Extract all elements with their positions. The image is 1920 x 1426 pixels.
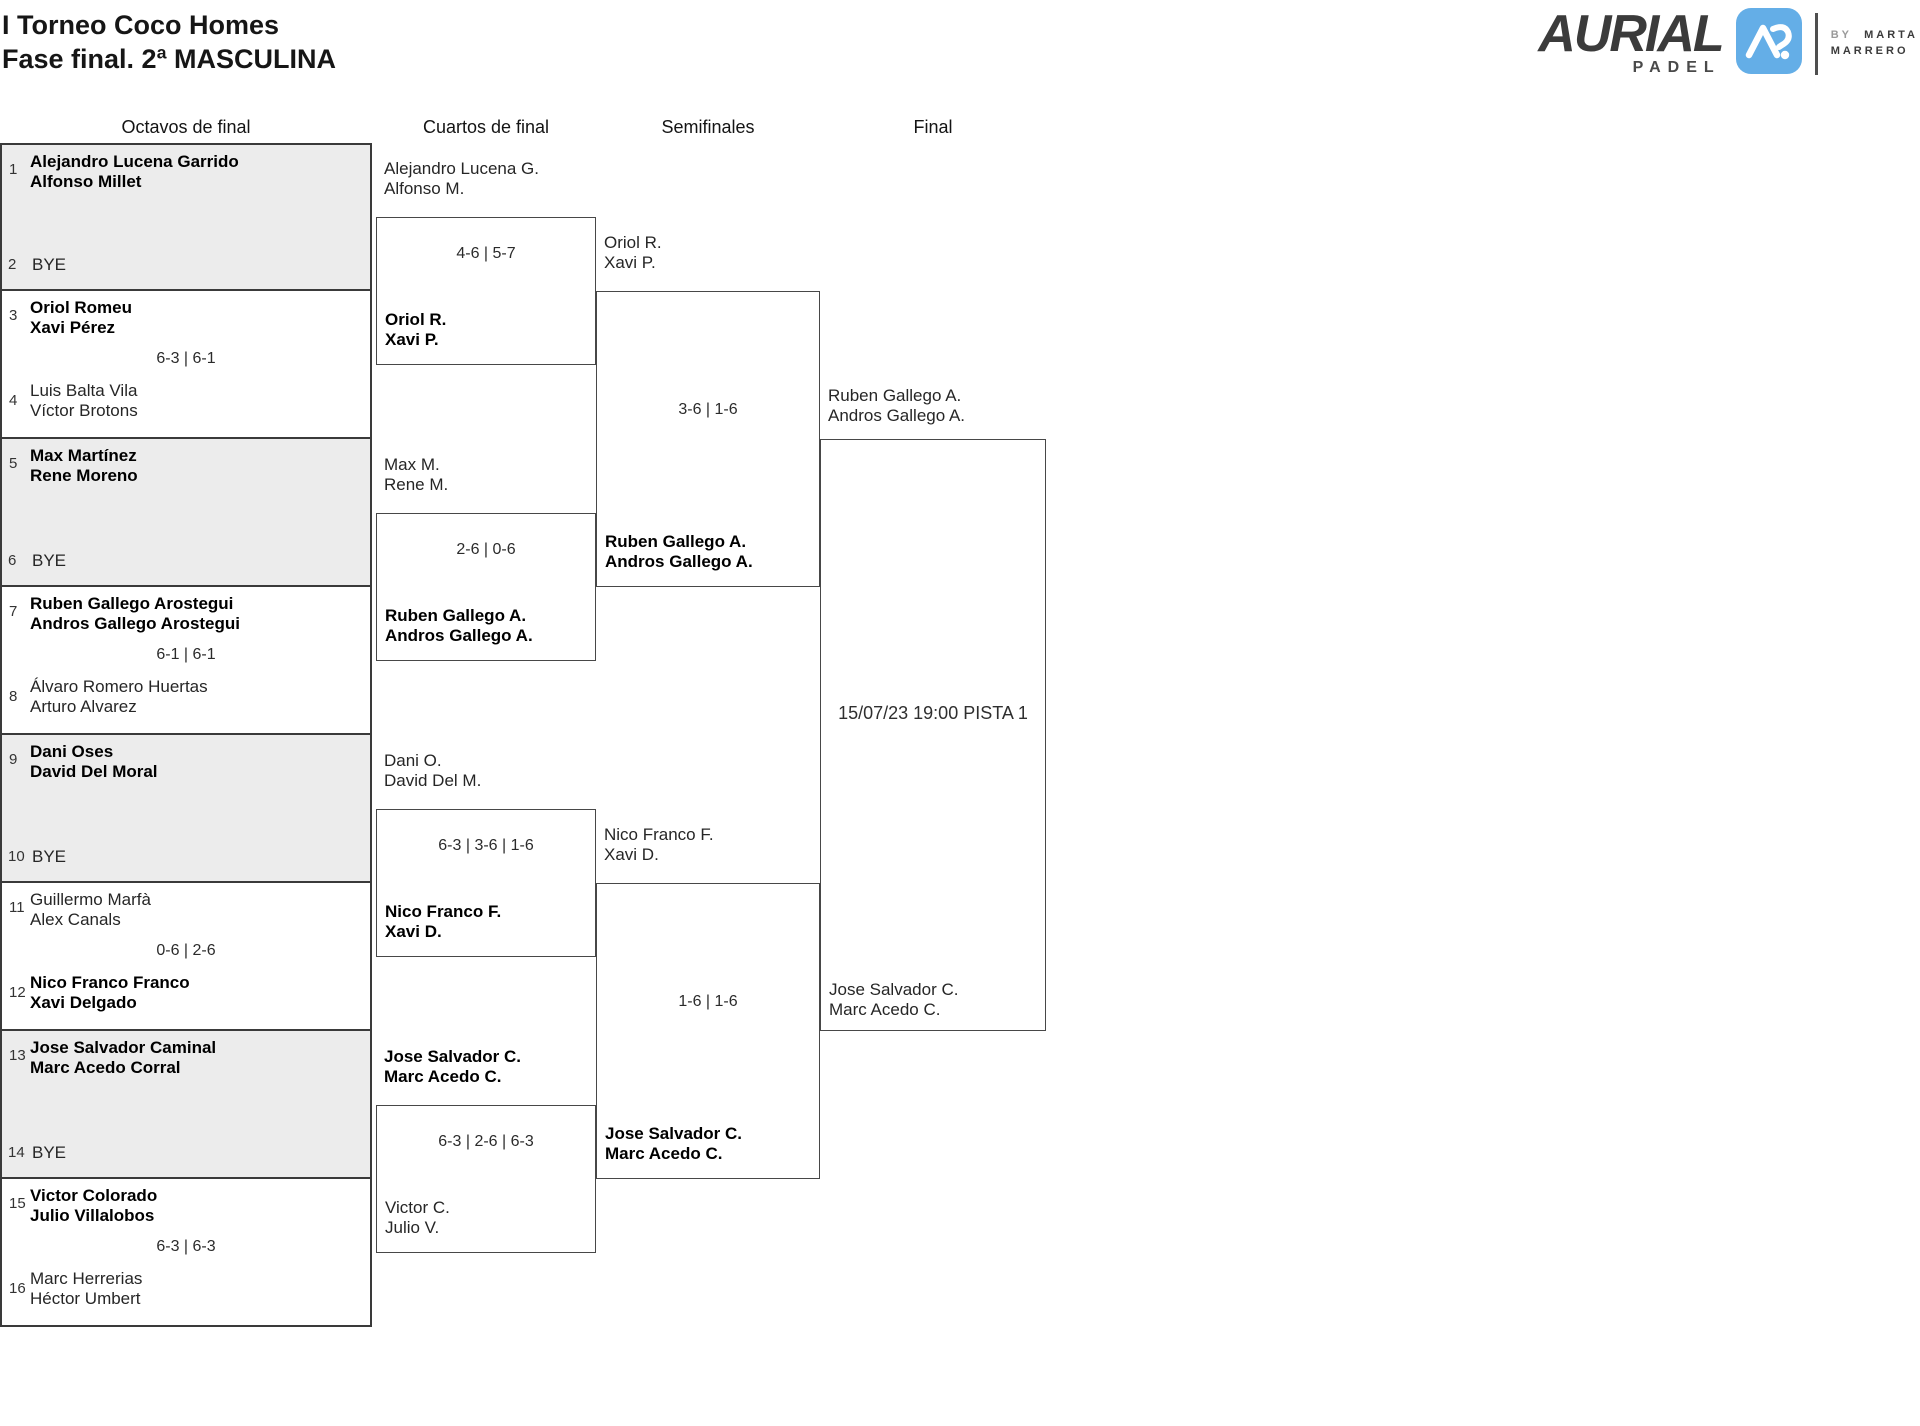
match-score: 0-6 | 2-6: [156, 942, 216, 959]
participant-pair: Victor Colorado Julio Villalobos: [30, 1186, 158, 1225]
qf3-participant-a: Dani O. David Del M.: [384, 751, 482, 790]
participant-pair: Nico Franco Franco Xavi Delgado: [30, 973, 190, 1012]
seed-number: 5: [9, 455, 18, 472]
round-header-semifinales: Semifinales: [661, 117, 755, 137]
qf4-participant-b: Victor C. Julio V.: [385, 1198, 450, 1237]
qf-match-2: 2-6 | 0-6 Ruben Gallego A. Andros Galleg…: [376, 513, 596, 661]
logo-sub-text: PADEL: [1632, 59, 1721, 76]
participant-pair: Max Martínez Rene Moreno: [30, 446, 138, 485]
participant-pair: Alejandro Lucena Garrido Alfonso Millet: [30, 152, 239, 191]
seed-number: 9: [9, 751, 18, 768]
qf3-participant-b: Nico Franco F. Xavi D.: [385, 902, 502, 941]
qf1-participant-b: Oriol R. Xavi P.: [385, 310, 447, 349]
seed-number: 16: [9, 1280, 26, 1297]
participant-pair: Ruben Gallego Arostegui Andros Gallego A…: [30, 594, 241, 633]
event-subtitle: Fase final. 2ª MASCULINA: [2, 44, 337, 74]
logo-byline: BY MARTA MARRERO: [1831, 30, 1918, 57]
sf-match-1: 3-6 | 1-6 Ruben Gallego A. Andros Galleg…: [596, 291, 820, 587]
match-score: 6-1 | 6-1: [156, 646, 216, 663]
sf-match-2: 1-6 | 1-6 Jose Salvador C. Marc Acedo C.: [596, 883, 820, 1179]
match-score: 6-3 | 6-1: [156, 350, 216, 367]
bye-label: BYE: [32, 255, 67, 274]
bye-label: BYE: [32, 847, 67, 866]
seed-number: 13: [9, 1047, 26, 1064]
r16-match-1: 1 Alejandro Lucena Garrido Alfonso Mille…: [0, 143, 372, 291]
participant-pair: Luis Balta Vila Víctor Brotons: [30, 381, 138, 420]
qf1-participant-a: Alejandro Lucena G. Alfonso M.: [384, 159, 539, 198]
match-score: 2-6 | 0-6: [456, 541, 516, 558]
r16-match-2: 3 Oriol Romeu Xavi Pérez 6-3 | 6-1 4 Lui…: [0, 291, 372, 439]
qf2-participant-a: Max M. Rene M.: [384, 455, 449, 494]
by-name-2: MARRERO: [1830, 45, 1909, 57]
participant-pair: Dani Oses David Del Moral: [30, 742, 158, 781]
participant-pair: Álvaro Romero Huertas Arturo Alvarez: [30, 677, 208, 716]
round-header-final: Final: [913, 117, 953, 137]
round-header-octavos: Octavos de final: [121, 117, 251, 137]
r16-match-8: 15 Victor Colorado Julio Villalobos 6-3 …: [0, 1179, 372, 1327]
match-score: 4-6 | 5-7: [456, 245, 516, 262]
seed-number: 2: [8, 256, 17, 273]
sf1-participant-b: Ruben Gallego A. Andros Gallego A.: [605, 532, 753, 571]
seed-number: 8: [9, 688, 18, 705]
event-title: I Torneo Coco Homes: [2, 10, 280, 40]
participant-pair: Guillermo Marfà Alex Canals: [30, 890, 151, 929]
bye-label: BYE: [32, 551, 67, 570]
participant-pair: Jose Salvador Caminal Marc Acedo Corral: [30, 1038, 217, 1077]
seed-number: 10: [8, 848, 25, 865]
page-title: I Torneo Coco Homes Fase final. 2ª MASCU…: [2, 8, 336, 76]
match-score: 6-3 | 2-6 | 6-3: [438, 1133, 534, 1150]
sf2-participant-a: Nico Franco F. Xavi D.: [604, 825, 714, 864]
match-score: 6-3 | 3-6 | 1-6: [438, 837, 534, 854]
final-participant-a: Ruben Gallego A. Andros Gallego A.: [828, 386, 966, 425]
r16-match-3: 5 Max Martínez Rene Moreno 6 BYE: [0, 439, 372, 587]
bye-label: BYE: [32, 1143, 67, 1162]
final-participant-b: Jose Salvador C. Marc Acedo C.: [829, 980, 959, 1019]
by-name-1: MARTA: [1864, 29, 1918, 41]
logo-divider: [1814, 12, 1818, 75]
seed-number: 3: [9, 307, 18, 324]
r16-match-7: 13 Jose Salvador Caminal Marc Acedo Corr…: [0, 1031, 372, 1179]
seed-number: 4: [9, 392, 18, 409]
sf2-participant-b: Jose Salvador C. Marc Acedo C.: [605, 1124, 743, 1163]
participant-pair: Oriol Romeu Xavi Pérez: [30, 298, 133, 337]
seed-number: 15: [9, 1195, 26, 1212]
sf1-participant-a: Oriol R. Xavi P.: [604, 233, 662, 272]
qf-match-1: 4-6 | 5-7 Oriol R. Xavi P.: [376, 217, 596, 365]
final-schedule-info: 15/07/23 19:00 PISTA 1: [838, 703, 1028, 723]
qf-match-4: 6-3 | 2-6 | 6-3 Victor C. Julio V.: [376, 1105, 596, 1253]
seed-number: 7: [9, 603, 18, 620]
logo-wordmark: AURIAL PADEL: [1538, 5, 1724, 76]
seed-number: 11: [9, 899, 25, 916]
logo-brand-text: AURIAL: [1538, 5, 1724, 63]
qf-match-3: 6-3 | 3-6 | 1-6 Nico Franco F. Xavi D.: [376, 809, 596, 957]
qf4-participant-a: Jose Salvador C. Marc Acedo C.: [384, 1047, 522, 1086]
seed-number: 6: [8, 552, 17, 569]
match-score: 6-3 | 6-3: [156, 1238, 216, 1255]
participant-pair: Marc Herrerias Héctor Umbert: [30, 1269, 143, 1308]
match-score: 3-6 | 1-6: [678, 401, 738, 418]
r16-match-4: 7 Ruben Gallego Arostegui Andros Gallego…: [0, 587, 372, 735]
seed-number: 12: [9, 984, 26, 1001]
final-match: 15/07/23 19:00 PISTA 1 Jose Salvador C. …: [820, 439, 1046, 1031]
seed-number: 14: [8, 1144, 25, 1161]
aurial-monogram-icon: [1735, 8, 1802, 79]
match-score: 1-6 | 1-6: [678, 993, 738, 1010]
r16-match-5: 9 Dani Oses David Del Moral 10 BYE: [0, 735, 372, 883]
r16-match-6: 11 Guillermo Marfà Alex Canals 0-6 | 2-6…: [0, 883, 372, 1031]
seed-number: 1: [9, 161, 18, 178]
round-header-cuartos: Cuartos de final: [422, 117, 550, 137]
by-label: BY: [1830, 29, 1852, 41]
qf2-participant-b: Ruben Gallego A. Andros Gallego A.: [385, 606, 533, 645]
aurial-logo: AURIAL PADEL BY MARTA MARRERO: [1538, 8, 1918, 79]
